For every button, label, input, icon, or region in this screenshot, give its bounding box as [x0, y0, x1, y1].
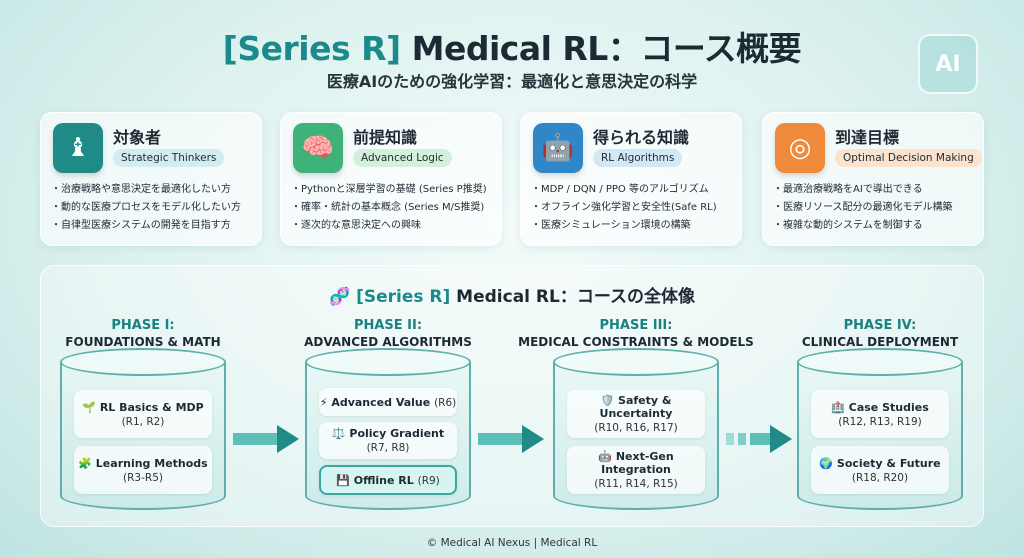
chess-bishop-icon: ♝ — [53, 123, 103, 173]
card-bullets: 治療戦略や意思決定を最適化したい方動的な医療プロセスをモデル化したい方自律型医療… — [51, 181, 241, 235]
footer-copyright: © Medical AI Nexus | Medical RL — [426, 537, 598, 549]
bullet-item: Pythonと深層学習の基礎 (Series P推奨) — [291, 181, 487, 199]
module-card: ⚖️ Policy Gradient (R7, R8) — [319, 422, 457, 459]
module-card: 🌱 RL Basics & MDP (R1, R2) — [74, 390, 212, 438]
module-icon: 🛡️ — [600, 394, 615, 407]
module-icon: 🧩 — [78, 456, 92, 470]
cylinder-top — [553, 348, 719, 376]
arrow-icon — [233, 425, 299, 453]
page-title: [Series R] Medical RL：コース概要 — [222, 29, 802, 68]
info-card: ◎ 到達目標 Optimal Decision Making 最適治療戦略をAI… — [762, 112, 984, 246]
bullet-item: オフライン強化学習と安全性(Safe RL) — [531, 199, 717, 217]
card-badge: Optimal Decision Making — [835, 149, 982, 167]
card-title: 得られる知識 — [593, 128, 690, 147]
cylinder-top — [305, 348, 471, 376]
module-card: ⚡ Advanced Value (R6) — [319, 388, 457, 416]
module-icon: 🌱 — [82, 400, 96, 414]
card-bullets: Pythonと深層学習の基礎 (Series P推奨)確率・統計の基本概念 (S… — [291, 181, 487, 235]
bullet-item: 確率・統計の基本概念 (Series M/S推奨) — [291, 199, 487, 217]
module-icon: ⚖️ — [331, 427, 346, 440]
phase-heading: PHASE IV:CLINICAL DEPLOYMENT — [801, 318, 959, 349]
brain-icon: 🧠 — [293, 123, 343, 173]
bullet-item: MDP / DQN / PPO 等のアルゴリズム — [531, 181, 717, 199]
phase-heading: PHASE III:MEDICAL CONSTRAINTS & MODELS — [518, 318, 754, 349]
bullet-item: 治療戦略や意思決定を最適化したい方 — [51, 181, 241, 199]
bullet-item: 複雑な動的システムを制御する — [773, 217, 953, 235]
bullet-item: 最適治療戦略をAIで導出できる — [773, 181, 953, 199]
target-icon: ◎ — [775, 123, 825, 173]
card-badge: Advanced Logic — [353, 149, 452, 167]
phase-heading: PHASE II:ADVANCED ALGORITHMS — [304, 318, 472, 349]
card-badge: RL Algorithms — [593, 149, 683, 167]
module-card: 💾 Offline RL (R9) — [319, 465, 457, 495]
page-subtitle: 医療AIのための強化学習：最適化と意思決定の科学 — [326, 72, 698, 91]
arrow-icon — [478, 425, 544, 453]
dna-icon: 🧬 — [328, 287, 357, 307]
bullet-item: 自律型医療システムの開発を目指す方 — [51, 217, 241, 235]
phase-cylinder: 🛡️ Safety & Uncertainty (R10, R16, R17) … — [553, 348, 719, 510]
module-card: 🏥 Case Studies (R12, R13, R19) — [811, 390, 949, 438]
roadmap-title: 🧬 [Series R] Medical RL：コースの全体像 — [328, 287, 695, 307]
info-card: ♝ 対象者 Strategic Thinkers 治療戦略や意思決定を最適化した… — [40, 112, 262, 246]
bullet-item: 医療リソース配分の最適化モデル構築 — [773, 199, 953, 217]
robot-icon: 🤖 — [533, 123, 583, 173]
cylinder-top — [60, 348, 226, 376]
card-bullets: 最適治療戦略をAIで導出できる医療リソース配分の最適化モデル構築複雑な動的システ… — [773, 181, 953, 235]
card-bullets: MDP / DQN / PPO 等のアルゴリズムオフライン強化学習と安全性(Sa… — [531, 181, 717, 235]
module-card: 🌍 Society & Future (R18, R20) — [811, 446, 949, 494]
module-icon: 🌍 — [819, 456, 834, 470]
module-card: 🤖 Next-Gen Integration (R11, R14, R15) — [567, 446, 705, 494]
info-card: 🧠 前提知識 Advanced Logic Pythonと深層学習の基礎 (Se… — [280, 112, 502, 246]
card-title: 前提知識 — [353, 128, 418, 147]
phase-cylinder: 🌱 RL Basics & MDP (R1, R2) 🧩 Learning Me… — [60, 348, 226, 510]
cylinder-top — [797, 348, 963, 376]
module-icon: 🤖 — [598, 450, 612, 463]
card-badge: Strategic Thinkers — [113, 149, 225, 167]
module-card: 🛡️ Safety & Uncertainty (R10, R16, R17) — [567, 390, 705, 438]
module-icon: ⚡ — [319, 395, 328, 409]
card-title: 到達目標 — [835, 128, 900, 147]
info-card: 🤖 得られる知識 RL Algorithms MDP / DQN / PPO 等… — [520, 112, 742, 246]
card-title: 対象者 — [113, 128, 162, 147]
bullet-item: 動的な医療プロセスをモデル化したい方 — [51, 199, 241, 217]
ai-chip-decoration-icon: AI — [918, 34, 978, 94]
bullet-item: 逐次的な意思決定への興味 — [291, 217, 487, 235]
module-icon: 💾 — [336, 473, 350, 487]
module-icon: 🏥 — [831, 400, 845, 414]
phase-cylinder: 🏥 Case Studies (R12, R13, R19) 🌍 Society… — [797, 348, 963, 510]
bullet-item: 医療シミュレーション環境の構築 — [531, 217, 717, 235]
phase-cylinder: ⚡ Advanced Value (R6) ⚖️ Policy Gradient… — [305, 348, 471, 510]
phase-heading: PHASE I:FOUNDATIONS & MATH — [65, 318, 221, 349]
module-card: 🧩 Learning Methods (R3-R5) — [74, 446, 212, 494]
dashed-arrow-icon — [726, 425, 792, 453]
